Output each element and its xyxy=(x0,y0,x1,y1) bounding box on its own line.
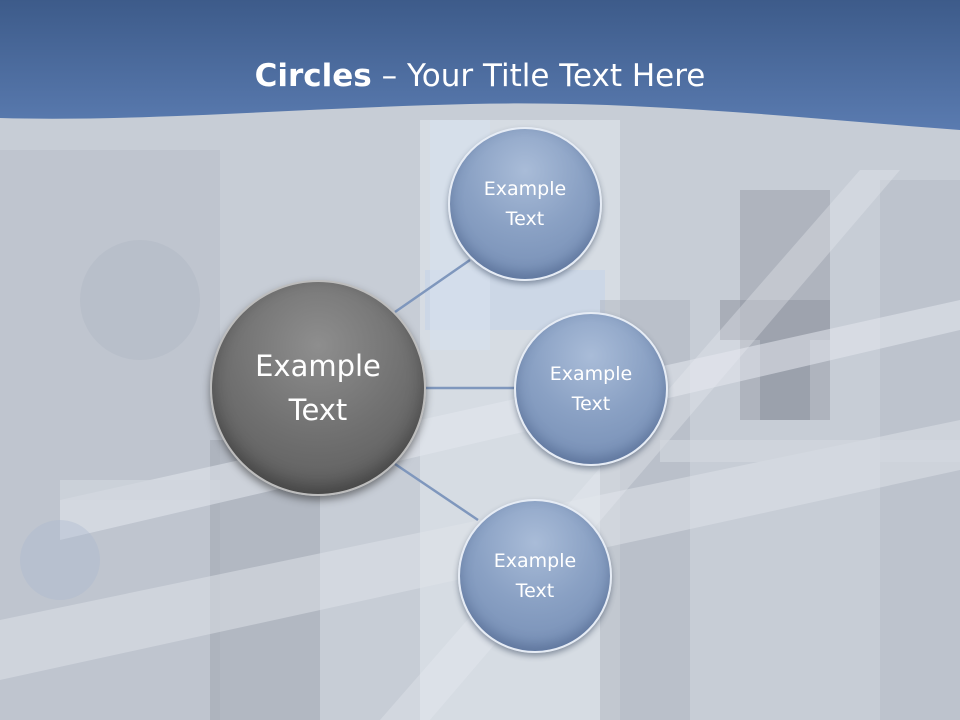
title-bold: Circles xyxy=(254,58,372,94)
node-bottom-line1: Example xyxy=(493,550,577,572)
connector-bottom xyxy=(394,462,479,522)
connector-top xyxy=(394,258,471,314)
title-band xyxy=(0,0,960,130)
center-circle: Example Text xyxy=(210,280,426,496)
node-middle-line1: Example xyxy=(549,363,633,385)
node-top-line2: Text xyxy=(505,208,545,230)
center-circle-line2: Text xyxy=(288,393,348,427)
node-bottom-line2: Text xyxy=(515,580,555,602)
node-circle-top: Example Text xyxy=(448,127,602,281)
node-top-line1: Example xyxy=(483,178,567,200)
node-middle-line2: Text xyxy=(571,393,611,415)
center-circle-line1: Example xyxy=(255,349,381,383)
node-circle-bottom: Example Text xyxy=(458,499,612,653)
title-rest: – Your Title Text Here xyxy=(371,58,706,94)
node-circle-middle: Example Text xyxy=(514,312,668,466)
slide-title: Circles – Your Title Text Here xyxy=(0,52,960,100)
